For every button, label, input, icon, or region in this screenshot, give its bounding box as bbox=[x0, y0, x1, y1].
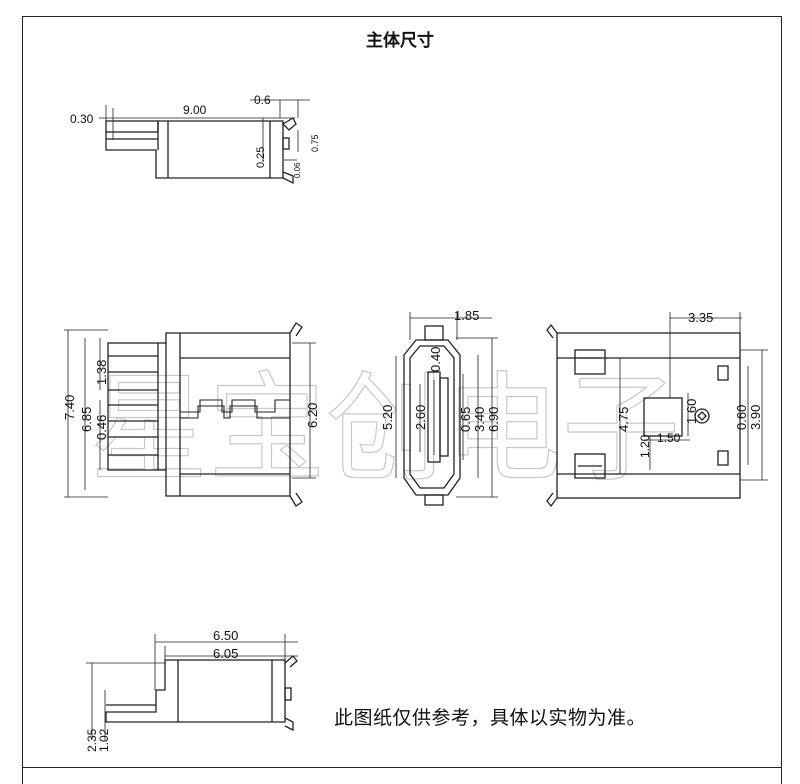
shell-outline bbox=[158, 332, 291, 497]
side-view-top bbox=[99, 99, 310, 185]
dim-text: 6.05 bbox=[213, 646, 238, 661]
dim-text: 7.40 bbox=[62, 395, 77, 420]
solder-pad-top bbox=[574, 349, 606, 375]
dim-text: 6.90 bbox=[486, 407, 501, 432]
dim-text: 6.85 bbox=[79, 407, 94, 432]
dim-text: 1.50 bbox=[657, 431, 681, 445]
dim-text: 3.40 bbox=[472, 407, 487, 432]
dim-text: 0.06 bbox=[293, 162, 302, 178]
side-view-bottom bbox=[86, 634, 298, 740]
pin-section bbox=[107, 342, 159, 471]
dim-text: 4.75 bbox=[616, 407, 631, 432]
shell-bottom-outline bbox=[556, 332, 741, 499]
dim-text: 1.38 bbox=[94, 360, 109, 385]
disclaimer-note: 此图纸仅供参考，具体以实物为准。 bbox=[334, 707, 647, 729]
dim-text: 3.90 bbox=[748, 405, 763, 430]
lower-frame-edge bbox=[22, 768, 782, 784]
drawing-title: 主体尺寸 bbox=[366, 31, 434, 51]
dim-text: 0.65 bbox=[458, 407, 473, 432]
dim-text: 0.75 bbox=[310, 134, 320, 152]
dim-text: 1.85 bbox=[454, 308, 479, 323]
dim-text: 6.20 bbox=[305, 403, 320, 428]
side-profile bbox=[105, 659, 286, 723]
front-view bbox=[395, 312, 498, 506]
dim-text: 0.60 bbox=[734, 405, 749, 430]
dim-text: 0.6 bbox=[254, 93, 271, 107]
dim-text: 1.60 bbox=[684, 399, 699, 424]
dim-text: 2.35 bbox=[85, 728, 99, 752]
pin-body bbox=[105, 120, 159, 133]
dim-text: 2.60 bbox=[413, 405, 428, 430]
top-view bbox=[64, 322, 316, 507]
shell-body bbox=[105, 120, 284, 179]
drawing-frame bbox=[22, 16, 782, 768]
dim-text: 6.50 bbox=[213, 628, 238, 643]
watermark-text: 星宝创电子 bbox=[90, 360, 680, 498]
dim-text: 9.00 bbox=[183, 103, 207, 117]
dim-text: 0.46 bbox=[94, 415, 109, 440]
bottom-view bbox=[546, 312, 768, 508]
dim-text: 0.25 bbox=[255, 147, 267, 168]
dim-text: 5.20 bbox=[380, 405, 395, 430]
dim-text: 3.35 bbox=[688, 310, 713, 325]
dim-text: 1.02 bbox=[97, 728, 111, 752]
dim-text: 1.20 bbox=[638, 434, 652, 458]
dim-text: 0.40 bbox=[428, 347, 443, 372]
solder-pad-bottom bbox=[574, 453, 606, 479]
dim-text: 0.30 bbox=[70, 112, 94, 126]
center-tab bbox=[643, 397, 683, 437]
